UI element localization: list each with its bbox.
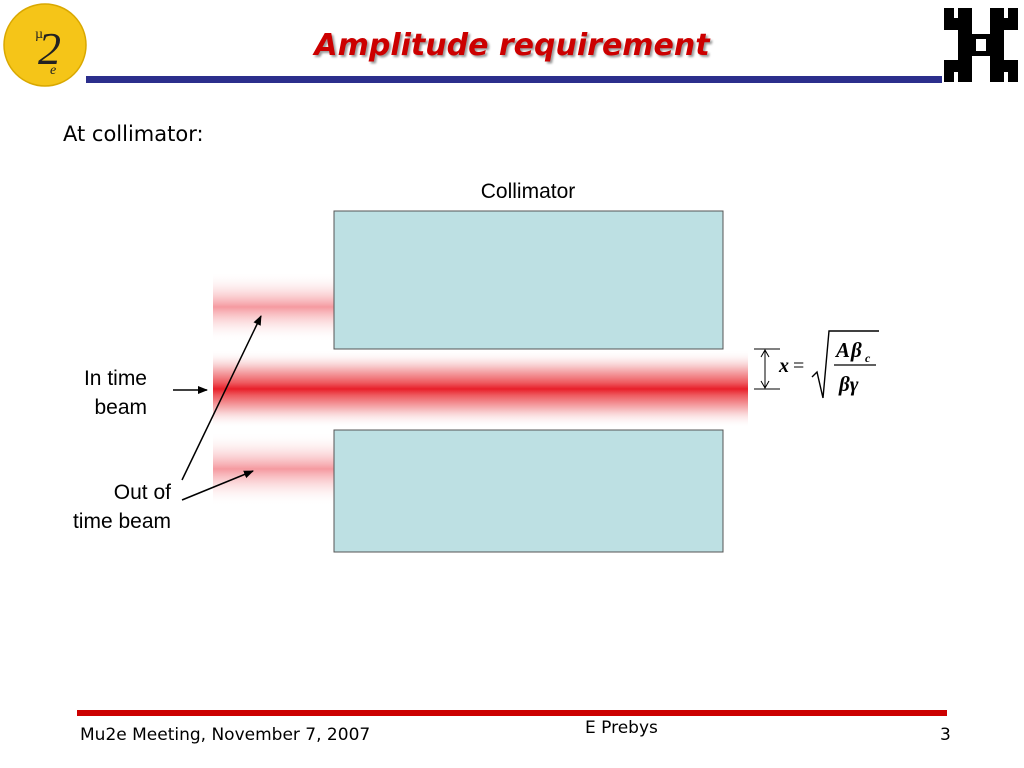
out-of-time-beam-lower xyxy=(213,432,335,506)
in-time-label-line1: In time xyxy=(84,367,147,390)
sqrt-symbol xyxy=(811,330,879,399)
collimator-lower-jaw xyxy=(333,429,724,553)
out-of-time-beam-upper xyxy=(213,272,335,342)
footer-meeting: Mu2e Meeting, November 7, 2007 xyxy=(80,725,371,745)
half-aperture-dimension xyxy=(754,348,780,390)
collimator-upper-jaw xyxy=(333,210,724,350)
footer-rule xyxy=(77,710,947,716)
logo-e-text: e xyxy=(50,63,56,78)
formula-equals: = xyxy=(793,355,804,377)
in-time-beam xyxy=(213,350,748,428)
out-of-time-label-line2: time beam xyxy=(73,510,171,533)
logo-mu-text: µ xyxy=(35,27,43,42)
formula-num-A: A xyxy=(834,338,850,362)
formula-lhs: x xyxy=(778,355,789,377)
formula-num-sub: c xyxy=(865,351,871,365)
title-rule xyxy=(86,76,942,83)
slide-title: Amplitude requirement xyxy=(314,28,710,63)
formula-denominator: βγ xyxy=(838,372,859,396)
amplitude-formula: x = A β c βγ xyxy=(778,330,879,399)
out-of-time-label-line1: Out of xyxy=(114,481,171,504)
out-of-time-arrow-upper xyxy=(181,315,262,481)
mu2e-logo-icon: µ 2 e xyxy=(3,3,87,87)
logo-2-text: 2 xyxy=(38,23,61,74)
collimator-label: Collimator xyxy=(481,180,576,203)
formula-num-beta: β xyxy=(850,338,862,362)
page-number: 3 xyxy=(940,725,951,745)
in-time-label-line2: beam xyxy=(94,396,147,419)
footer-author: E Prebys xyxy=(585,718,658,738)
slide-subheading: At collimator: xyxy=(63,122,204,146)
out-of-time-arrow-lower xyxy=(181,470,254,501)
fermilab-logo-icon xyxy=(944,8,1018,82)
